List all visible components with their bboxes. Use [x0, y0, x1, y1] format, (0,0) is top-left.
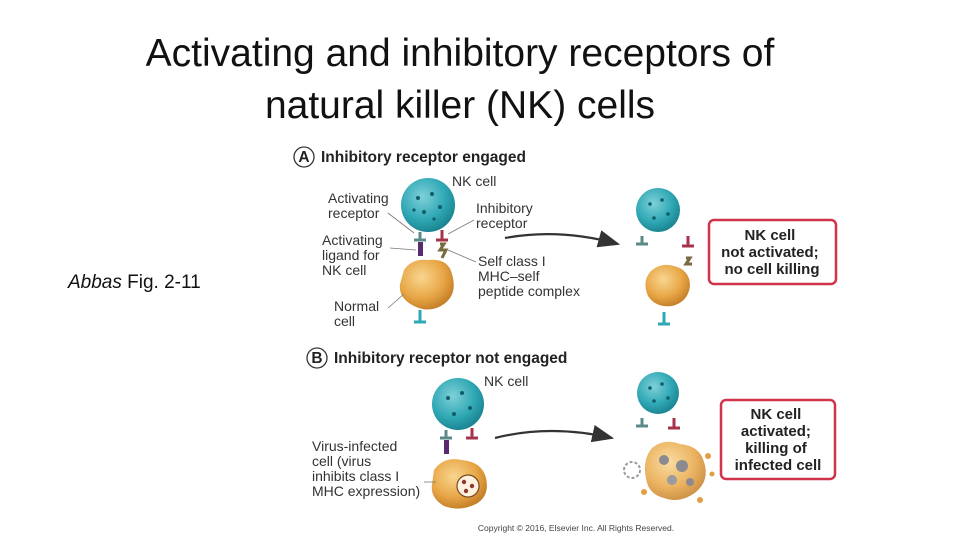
nk-cell-b	[432, 378, 484, 440]
activating-receptor-a	[414, 232, 426, 242]
outcome-box-a	[707, 218, 838, 286]
outcome-box-b	[719, 398, 837, 481]
citation-author: Abbas	[68, 272, 122, 293]
arrow-icon-b	[494, 425, 615, 443]
arrow-icon	[504, 230, 621, 248]
label-normal-cell: Normal cell	[334, 298, 383, 329]
outcome-text-a: NK cell not activated; no cell killing	[721, 227, 823, 278]
nk-cell-result-a	[636, 188, 694, 248]
label-inhibitory-receptor: Inhibitory receptor	[476, 200, 537, 231]
label-activating-ligand: Activating ligand for NK cell	[322, 232, 387, 278]
title-line-2: natural killer (NK) cells	[264, 84, 656, 127]
mhc-normal-cell	[414, 310, 426, 324]
panel-b-letter-circle	[306, 347, 328, 369]
mhc-complex-a	[437, 242, 449, 259]
citation-figure: Fig. 2-11	[121, 272, 201, 293]
panel-a-letter: A	[298, 149, 309, 166]
panel-b-heading: Inhibitory receptor not engaged	[334, 350, 567, 367]
virus-infected-cell-icon	[431, 459, 487, 509]
panel-a-heading: Inhibitory receptor engaged	[321, 149, 526, 166]
nk-cell-icon	[401, 178, 455, 232]
dying-cell-icon	[623, 441, 715, 503]
panel-b: B Inhibitory receptor not engaged NK cel…	[306, 347, 837, 509]
label-self-class-mhc: Self class I MHC–self peptide complex	[478, 253, 580, 299]
slide-title: Activating and inhibitory receptors of n…	[40, 28, 880, 132]
label-nk-cell-b: NK cell	[484, 373, 528, 389]
label-virus-infected-cell: Virus-infected cell (virus inhibits clas…	[312, 438, 420, 499]
label-activating-receptor: Activating receptor	[328, 190, 393, 221]
activating-ligand-b	[444, 440, 449, 454]
title-line-1: Activating and inhibitory receptors of	[145, 32, 775, 75]
outcome-text-b: NK cell activated; killing of infected c…	[735, 406, 822, 474]
nk-cell-result-b	[636, 372, 680, 430]
copyright-notice: Copyright © 2016, Elsevier Inc. All Righ…	[478, 523, 674, 533]
panel-a: A Inhibitory receptor engaged NK cell Ac…	[293, 146, 838, 329]
figure-citation: Abbas Fig. 2-11	[68, 272, 201, 294]
panel-a-letter-circle	[293, 146, 315, 168]
normal-cell-icon	[399, 259, 454, 310]
normal-cell-result-a	[645, 256, 693, 326]
inhibitory-receptor-a	[436, 230, 448, 242]
activating-ligand-a	[418, 242, 423, 256]
label-nk-cell-a: NK cell	[452, 173, 496, 189]
panel-b-letter: B	[311, 350, 322, 367]
